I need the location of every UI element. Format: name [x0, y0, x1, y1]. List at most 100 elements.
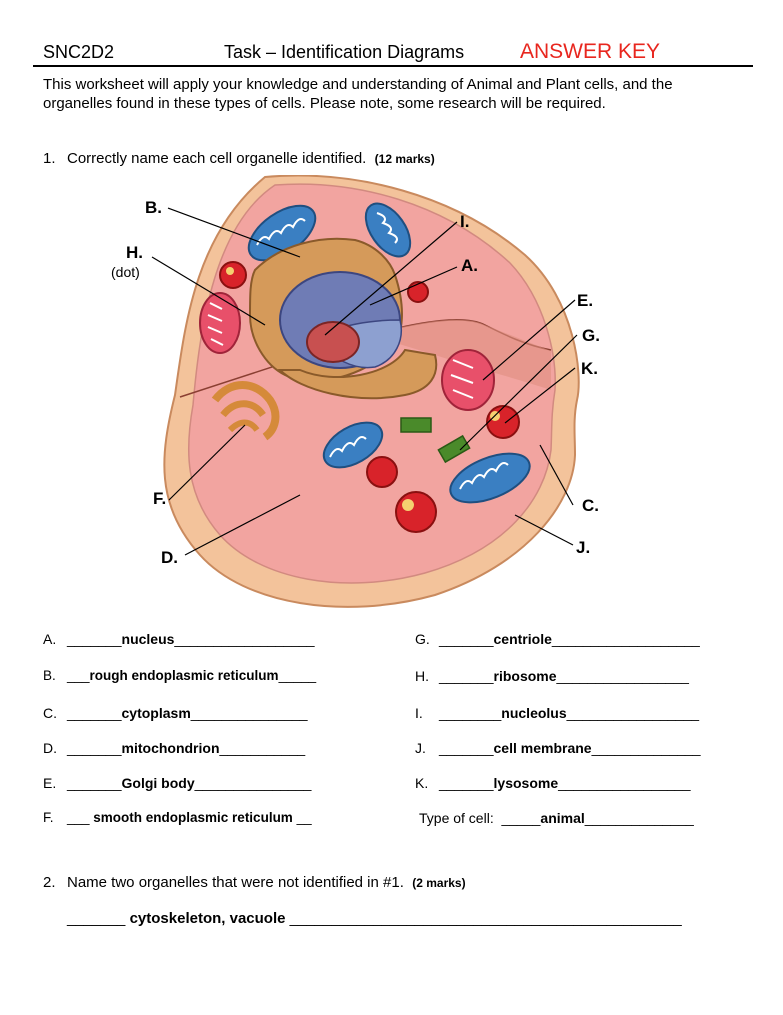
answer-letter: J. — [415, 740, 426, 756]
answer-blank: _______ — [67, 631, 122, 647]
question-1-text: Correctly name each cell organelle ident… — [67, 150, 367, 167]
answer-text: smooth endoplasmic reticulum — [93, 810, 293, 825]
answer-blank: ___ — [67, 810, 94, 825]
answer-row: G. _______centriole___________________ — [415, 631, 700, 647]
answer-row: I.________nucleolus_________________ — [415, 705, 699, 721]
answer-letter: D. — [43, 740, 57, 756]
diagram-label-i: I. — [460, 212, 470, 231]
vesicle-shape — [395, 491, 437, 533]
answer-row: J. _______cell membrane______________ — [415, 740, 701, 756]
answer-letter: H. — [415, 668, 429, 684]
diagram-label-h-note: (dot) — [111, 264, 140, 280]
cell-type-answer: animal — [540, 810, 585, 826]
diagram-label-d: D. — [161, 548, 178, 567]
answer-letter: E. — [43, 775, 57, 791]
rough-er-lower-shape — [277, 348, 438, 400]
vesicle-shape — [219, 261, 247, 289]
answer-row: E._______Golgi body_______________ — [43, 775, 311, 791]
intro-paragraph: This worksheet will apply your knowledge… — [43, 76, 673, 112]
header-divider — [33, 65, 753, 67]
answer-text: cytoplasm — [121, 705, 191, 721]
answer-blank: _______ — [67, 705, 122, 721]
diagram-label-k: K. — [581, 359, 598, 378]
question-1-marks: (12 marks) — [374, 152, 435, 166]
answer-blank: ___ — [67, 668, 90, 683]
answer-letter: K. — [415, 775, 429, 791]
answer-row: A. _______nucleus__________________ — [43, 631, 315, 647]
mitochondrion-icon — [449, 452, 531, 504]
answer-blank: ______________ — [591, 740, 701, 756]
answer-text: ribosome — [493, 668, 557, 684]
diagram-label-c: C. — [582, 496, 599, 515]
vesicle-shape — [407, 281, 429, 303]
answer-blank: ___________ — [219, 740, 306, 756]
diagram-label-e: E. — [577, 291, 594, 310]
answer-letter: G. — [415, 631, 430, 647]
answer-blank: _______ — [67, 910, 130, 927]
answer-row: K. _______lysosome_________________ — [415, 775, 690, 791]
question-2: 2. Name two organelles that were not iden… — [43, 874, 466, 891]
answer-text: centriole — [493, 631, 552, 647]
animal-cell-diagram — [151, 175, 580, 608]
vesicle-highlight — [402, 499, 414, 511]
answer-blank: _____ — [278, 668, 317, 683]
lysosome-icon — [441, 349, 495, 411]
answer-blank: _______ — [67, 740, 122, 756]
cell-type-row: Type of cell: _____animal______________ — [419, 810, 694, 826]
answer-blank: _________________ — [558, 775, 691, 791]
answer-blank: _______ — [67, 775, 122, 791]
centriole-shape — [437, 434, 471, 464]
diagram-label-a: A. — [461, 256, 478, 275]
answer-blank: ______________ — [584, 810, 694, 826]
question-2-answer: cytoskeleton, vacuole — [129, 910, 286, 927]
answer-letter: I. — [415, 705, 423, 721]
answer-letter: B. — [43, 668, 56, 683]
question-2-number: 2. — [43, 874, 56, 891]
answer-blank: _______ — [439, 775, 494, 791]
leader-lines — [151, 207, 578, 556]
answer-blank: _______ — [439, 631, 494, 647]
answer-row: D. _______mitochondrion___________ — [43, 740, 305, 756]
diagram-label-b: B. — [145, 198, 162, 217]
vesicle-highlight — [226, 267, 234, 275]
nucleolus-shape — [306, 321, 360, 363]
answer-blank: __________________ — [174, 631, 315, 647]
answer-text: rough endoplasmic reticulum — [89, 668, 279, 683]
answer-blank: _____ — [501, 810, 541, 826]
centriole-shape — [400, 417, 432, 433]
answer-text: nucleolus — [501, 705, 567, 721]
question-2-text: Name two organelles that were not identi… — [67, 874, 404, 891]
answer-key-badge: ANSWER KEY — [520, 40, 661, 63]
mitochondrion-icon — [364, 202, 412, 258]
diagram-label-g: G. — [582, 326, 600, 345]
lysosome-icon — [199, 292, 241, 354]
diagram-label-f: F. — [153, 489, 167, 508]
page-title: Task – Identification Diagrams — [224, 42, 465, 62]
answer-row: C. _______cytoplasm_______________ — [43, 705, 308, 721]
answer-blank: _________________ — [566, 705, 700, 721]
answer-blank: _______ — [439, 740, 494, 756]
answer-blank: ________________________________________… — [285, 910, 682, 927]
vesicle-shape — [486, 405, 520, 439]
answer-text: nucleus — [121, 631, 175, 647]
answer-blank: ___________________ — [551, 631, 700, 647]
diagram-label-h: H. — [126, 243, 143, 262]
answer-blank: __ — [292, 810, 312, 825]
cell-type-label: Type of cell: — [419, 810, 494, 826]
answer-blank: _______________ — [194, 775, 312, 791]
answer-text: cell membrane — [493, 740, 592, 756]
diagram-label-j: J. — [576, 538, 591, 557]
answer-letter: F. — [43, 810, 54, 825]
question-1-number: 1. — [43, 150, 56, 167]
question-1: 1. Correctly name each cell organelle ide… — [43, 150, 435, 167]
answer-text: mitochondrion — [121, 740, 220, 756]
answer-text: lysosome — [493, 775, 559, 791]
answer-letter: C. — [43, 705, 57, 721]
answer-blank: _________________ — [556, 668, 689, 684]
answer-letter: A. — [43, 631, 57, 647]
answer-row: H. _______ribosome_________________ — [415, 668, 689, 684]
answer-row: F. ___ smooth endoplasmic reticulum __ — [43, 810, 312, 825]
answer-blank: _______ — [439, 668, 494, 684]
course-code: SNC2D2 — [43, 42, 115, 62]
answer-blank: _______________ — [190, 705, 308, 721]
